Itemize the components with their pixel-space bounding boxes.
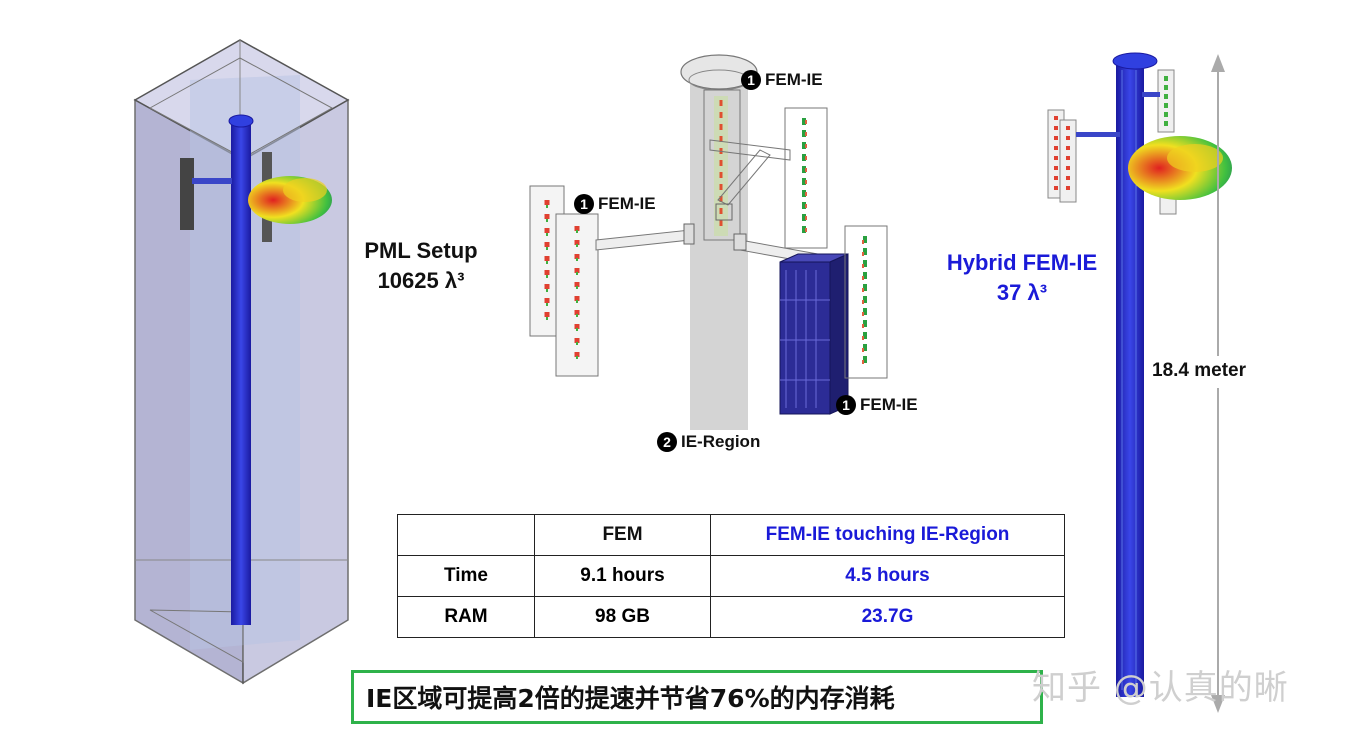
comparison-table: FEM FEM-IE touching IE-Region Time 9.1 h… xyxy=(397,514,1065,638)
number-badge: 1 xyxy=(574,194,594,214)
fem-ie-label-text: FEM-IE xyxy=(765,70,823,89)
fem-ie-label-text: FEM-IE xyxy=(598,194,656,213)
number-badge: 1 xyxy=(741,70,761,90)
height-dimension-label: 18.4 meter xyxy=(1152,360,1247,381)
pml-box-model xyxy=(133,39,350,685)
table-cell: 4.5 hours xyxy=(710,555,1065,597)
watermark: 知乎 @认真的晰 xyxy=(1032,668,1289,708)
fem-ie-label-text: FEM-IE xyxy=(860,395,918,414)
fem-ie-tower-model xyxy=(529,54,888,430)
pml-setup-volume: 10625 λ³ xyxy=(377,268,465,293)
table-row: Time 9.1 hours 4.5 hours xyxy=(397,555,1065,597)
table-header-cell: FEM-IE touching IE-Region xyxy=(710,514,1065,556)
hybrid-title: Hybrid FEM-IE xyxy=(946,250,1098,275)
fem-ie-label-bottom: 1 FEM-IE xyxy=(836,395,918,415)
number-badge: 2 xyxy=(657,432,677,452)
table-cell: Time xyxy=(397,555,535,597)
fem-ie-label-top: 1 FEM-IE xyxy=(741,70,823,90)
number-badge: 1 xyxy=(836,395,856,415)
table-cell: 98 GB xyxy=(534,596,711,638)
table-header-cell xyxy=(397,514,535,556)
table-header-row: FEM FEM-IE touching IE-Region xyxy=(397,514,1065,556)
hybrid-fem-ie-label: Hybrid FEM-IE 37 λ³ xyxy=(922,248,1122,308)
table-row: RAM 98 GB 23.7G xyxy=(397,596,1065,638)
pml-setup-title: PML Setup xyxy=(364,238,478,263)
table-cell: 9.1 hours xyxy=(534,555,711,597)
pml-setup-label: PML Setup 10625 λ³ xyxy=(346,236,496,296)
hybrid-pole-model xyxy=(1047,52,1270,713)
table-header-cell: FEM xyxy=(534,514,711,556)
ie-region-label-text: IE-Region xyxy=(681,432,761,451)
ie-region-label: 2 IE-Region xyxy=(657,432,760,452)
table-cell: RAM xyxy=(397,596,535,638)
hybrid-volume: 37 λ³ xyxy=(996,280,1048,305)
summary-banner: IE区域可提高2倍的提速并节省76%的内存消耗 xyxy=(351,670,1043,724)
fem-ie-label-left: 1 FEM-IE xyxy=(574,194,656,214)
table-cell: 23.7G xyxy=(710,596,1065,638)
